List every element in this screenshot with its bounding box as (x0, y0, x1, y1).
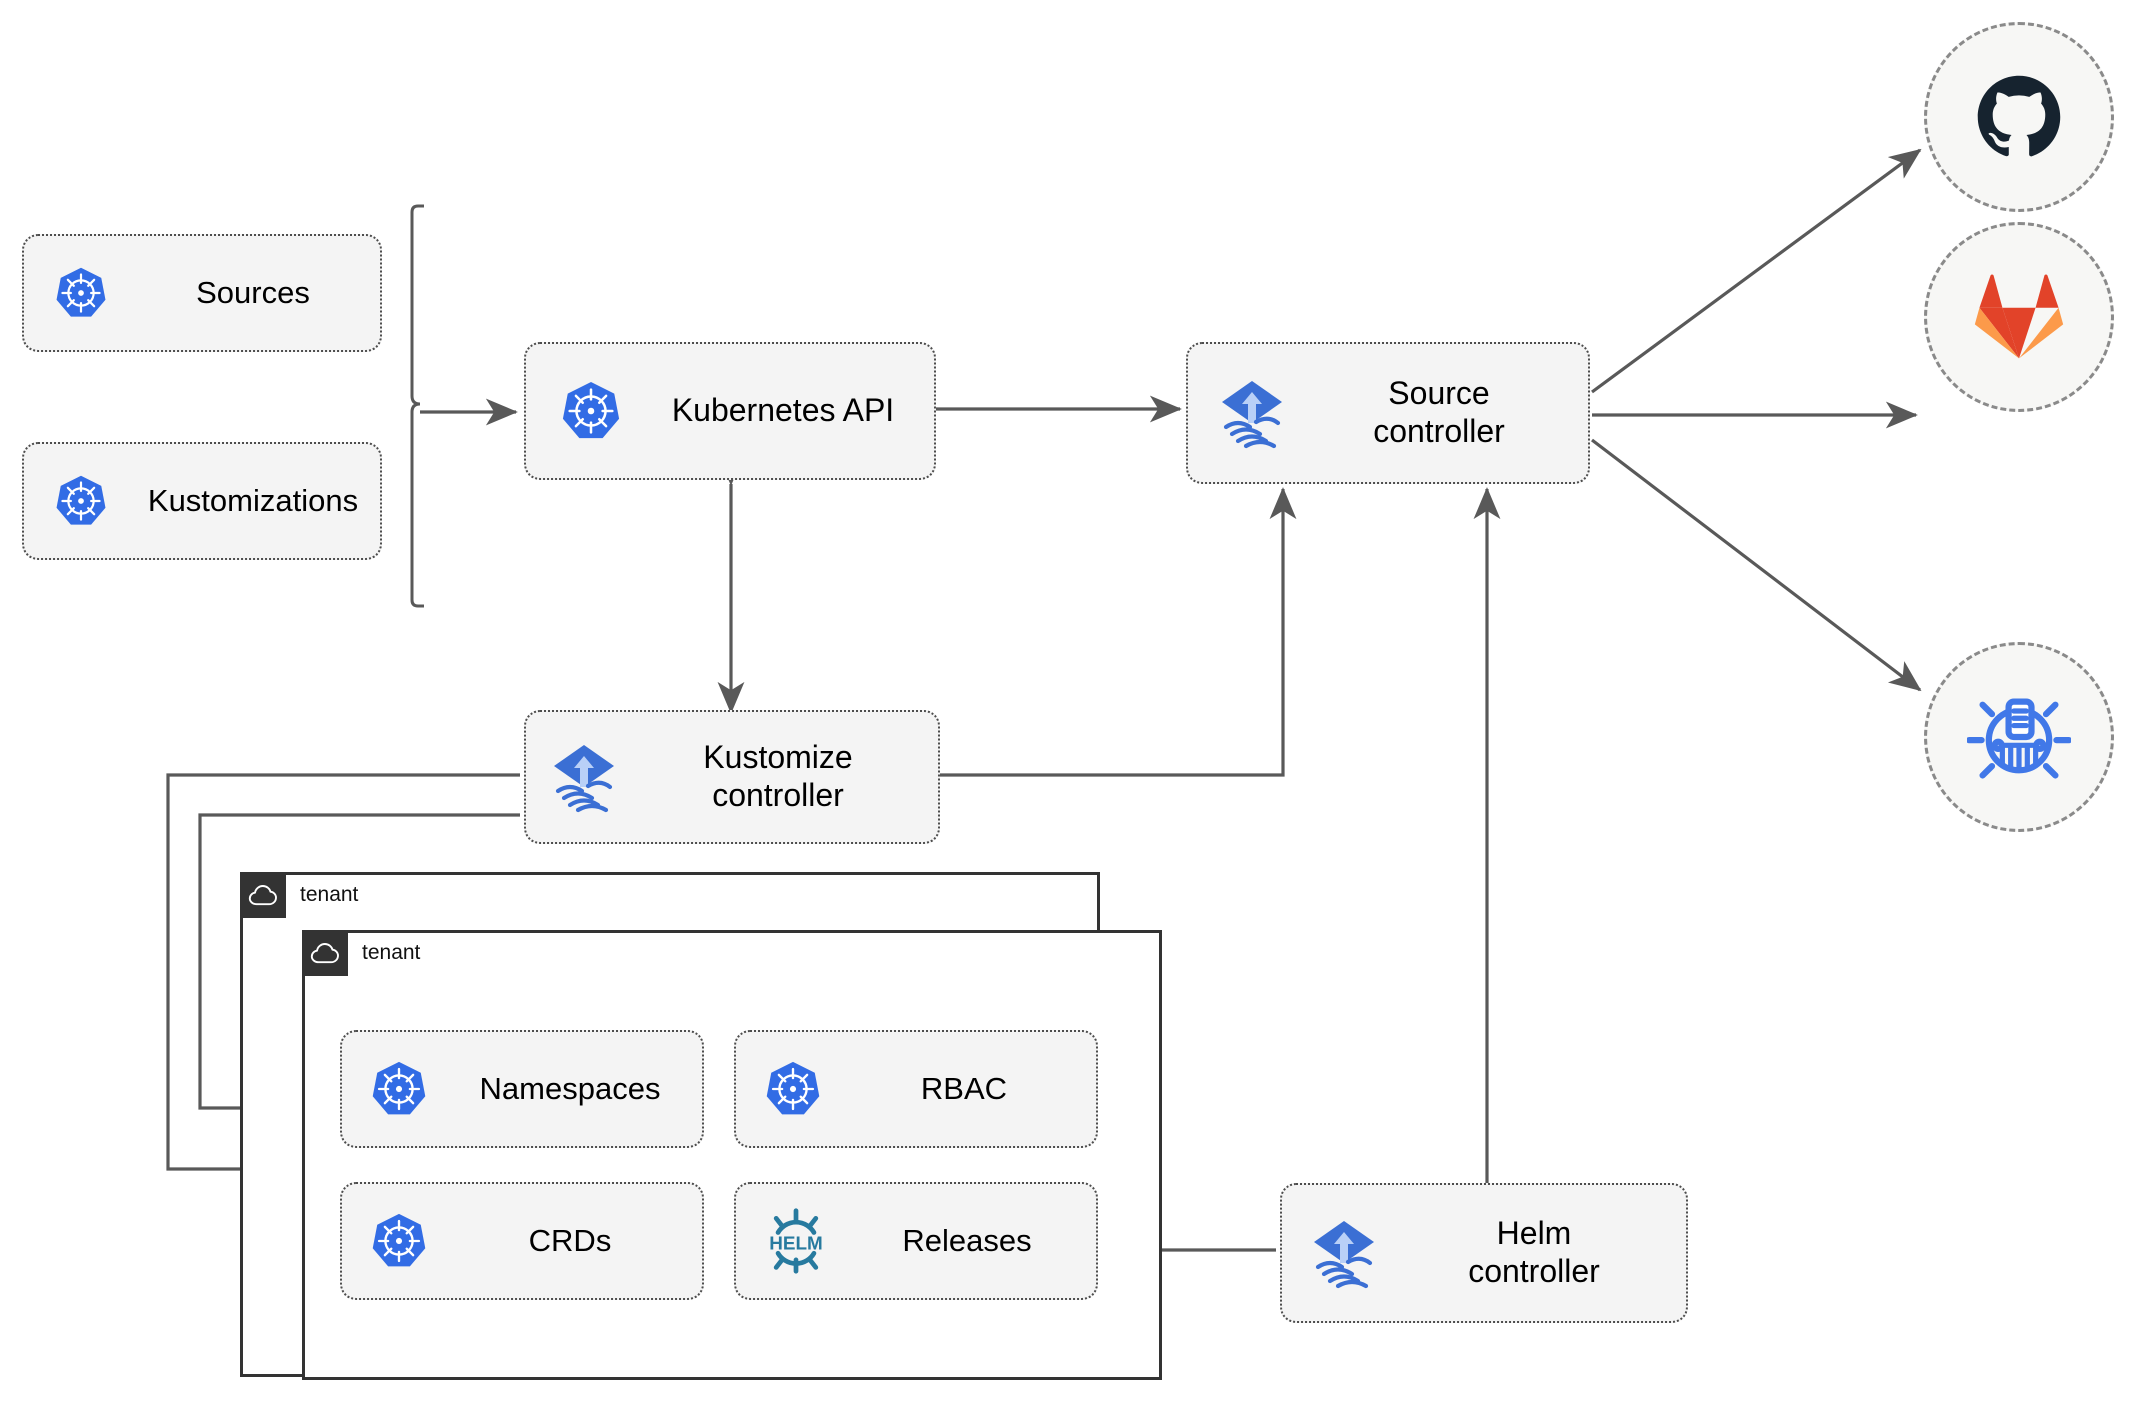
tenant-header-front: tenant (302, 930, 420, 976)
kubernetes-icon (764, 1060, 822, 1118)
node-kustomize-controller[interactable]: Kustomize controller (524, 710, 940, 844)
tenant-label-front: tenant (362, 941, 421, 964)
kubernetes-icon (54, 266, 108, 320)
kubernetes-icon (560, 380, 622, 442)
node-source-controller[interactable]: Source controller (1186, 342, 1590, 484)
kubernetes-icon (54, 474, 108, 528)
helm-icon: HELM (762, 1207, 830, 1275)
tenant-header-back: tenant (240, 872, 358, 918)
node-sources[interactable]: Sources (22, 234, 382, 352)
node-namespaces[interactable]: Namespaces (340, 1030, 704, 1148)
node-gitlab[interactable] (1924, 222, 2114, 412)
node-label: Sources (196, 274, 310, 310)
tenant-label-back: tenant (300, 883, 359, 906)
helm-chart-repository-icon (1967, 685, 2071, 789)
node-kubernetes-api[interactable]: Kubernetes API (524, 342, 936, 480)
node-helm-repository[interactable] (1924, 642, 2114, 832)
node-github[interactable] (1924, 22, 2114, 212)
node-label: Releases (902, 1222, 1032, 1258)
edge-source-controller-to-github (1591, 148, 1922, 394)
gitlab-icon (1973, 271, 2065, 363)
kubernetes-icon (370, 1060, 428, 1118)
node-helm-controller[interactable]: Helm controller (1280, 1183, 1688, 1323)
edge-kustomize-to-source-controller (940, 487, 1297, 777)
flux-icon (1216, 377, 1288, 449)
node-label: Namespaces (479, 1070, 661, 1106)
node-rbac[interactable]: RBAC (734, 1030, 1098, 1148)
cloud-icon (302, 930, 348, 976)
node-label: Kustomizations (147, 482, 359, 518)
node-kustomizations[interactable]: Kustomizations (22, 442, 382, 560)
node-label: RBAC (920, 1070, 1008, 1106)
svg-text:HELM: HELM (769, 1234, 822, 1255)
node-label: Kustomize controller (703, 739, 853, 813)
edge-source-controller-to-helm-repo (1591, 438, 1922, 692)
node-label: Source controller (1373, 375, 1505, 449)
node-label: Helm controller (1468, 1215, 1600, 1289)
tenant-container-front[interactable]: tenant (302, 930, 1162, 1380)
custom-resources-bracket (410, 212, 424, 608)
flux-icon (1308, 1217, 1380, 1289)
node-label: CRDs (528, 1222, 612, 1258)
node-releases[interactable]: HELM Releases (734, 1182, 1098, 1300)
kubernetes-icon (370, 1212, 428, 1270)
flux-icon (548, 741, 620, 813)
cloud-icon (240, 872, 286, 918)
github-icon (1976, 74, 2062, 160)
node-crds[interactable]: CRDs (340, 1182, 704, 1300)
bracket-top-cap (410, 204, 424, 213)
node-label: Kubernetes API (671, 392, 895, 429)
